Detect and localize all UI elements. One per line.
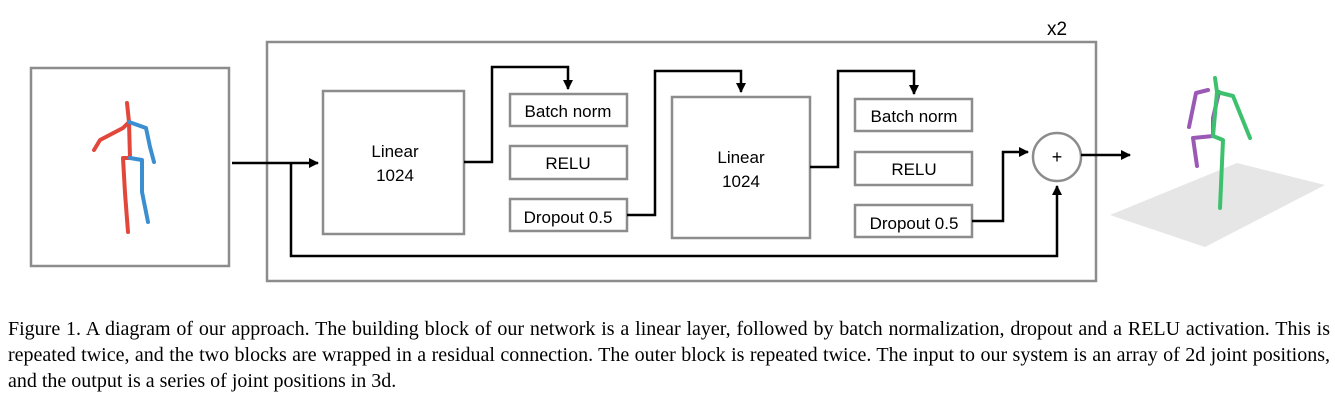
pose-2d-right-arm bbox=[127, 120, 156, 164]
batch-norm-1: Batch norm bbox=[508, 92, 629, 128]
relu-2: RELU bbox=[853, 150, 974, 187]
arrow-dropout1-to-linear2 bbox=[627, 69, 746, 217]
arrow-linear1-to-batchnorm1 bbox=[464, 65, 573, 164]
batch-norm-1-label: Batch norm bbox=[525, 102, 612, 121]
sum-symbol: + bbox=[1052, 147, 1063, 167]
pose-3d-right-leg bbox=[1211, 134, 1225, 210]
pose-2d-left-leg bbox=[121, 120, 132, 234]
arrow-residual-skip bbox=[289, 163, 1062, 258]
batch-norm-2-label: Batch norm bbox=[871, 107, 958, 126]
linear-layer-2: Linear 1024 bbox=[670, 95, 812, 240]
figure-caption: Figure 1. A diagram of our approach. The… bbox=[8, 318, 1330, 392]
dropout-2-label: Dropout 0.5 bbox=[870, 214, 959, 233]
relu-1: RELU bbox=[508, 144, 629, 181]
dropout-1: Dropout 0.5 bbox=[508, 197, 629, 233]
pose-2d-figure bbox=[92, 101, 156, 234]
approach-diagram: x2 Linear 1024 Batch norm RELU Dropout 0… bbox=[29, 19, 1325, 283]
pose-3d-left-arm bbox=[1187, 88, 1210, 129]
linear-layer-2-size: 1024 bbox=[722, 172, 760, 191]
linear-layer-1-label: Linear bbox=[371, 142, 419, 161]
pose-3d-right-arm bbox=[1213, 76, 1252, 140]
relu-2-label: RELU bbox=[891, 160, 936, 179]
linear-layer-1: Linear 1024 bbox=[321, 89, 466, 236]
ground-plane bbox=[1110, 163, 1325, 247]
dropout-2: Dropout 0.5 bbox=[853, 203, 974, 239]
arrow-linear2-to-batchnorm2 bbox=[810, 69, 919, 169]
dropout-1-label: Dropout 0.5 bbox=[524, 208, 613, 227]
repeat-label: x2 bbox=[1047, 19, 1067, 40]
pose-3d-spine bbox=[1211, 90, 1219, 138]
outer-residual-block bbox=[265, 40, 1098, 283]
arrow-dropout2-to-sum bbox=[972, 147, 1029, 223]
pose-2d-left-arm bbox=[92, 101, 131, 152]
linear-layer-1-size: 1024 bbox=[376, 166, 414, 185]
pose-2d-right-leg bbox=[128, 156, 150, 224]
batch-norm-2: Batch norm bbox=[853, 97, 974, 133]
input-2d-pose-panel bbox=[29, 66, 231, 268]
relu-1-label: RELU bbox=[545, 154, 590, 173]
linear-layer-2-label: Linear bbox=[717, 148, 765, 167]
residual-sum-node: + bbox=[1031, 131, 1083, 183]
output-3d-pose bbox=[1110, 76, 1325, 247]
